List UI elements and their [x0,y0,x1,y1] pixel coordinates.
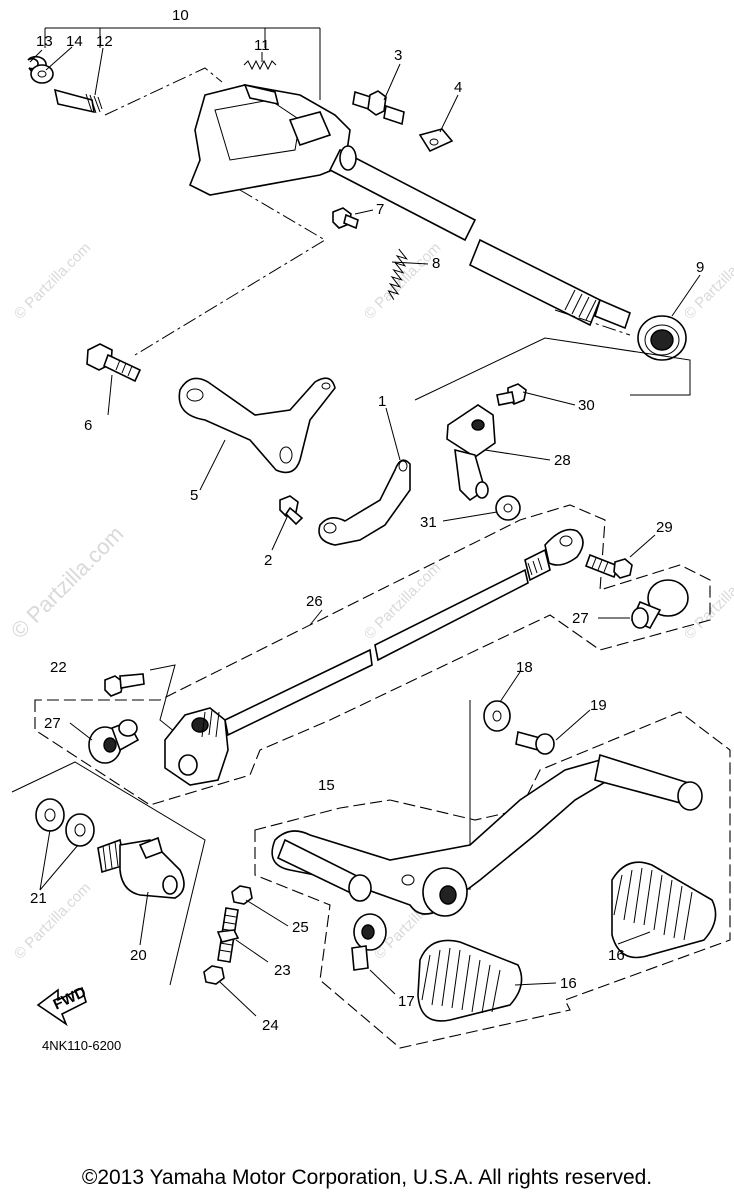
part-17-rod-end [351,913,387,971]
callout-29: 29 [656,519,673,536]
part-6-bolt [86,343,142,383]
part-26-rod-end-lower [164,707,229,786]
part-18-washer [483,700,511,732]
callout-18: 18 [516,659,533,676]
part-7-bolt [332,207,359,230]
callout-16-left: 16 [560,975,577,992]
callout-22: 22 [50,659,67,676]
part-3-bolt [352,90,405,126]
callout-23: 23 [274,962,291,979]
part-21-washers [35,798,95,891]
callout-27-lower: 27 [44,715,61,732]
part-4-clip [418,128,454,153]
part-24-nut [203,965,225,985]
part-22-bolt [104,673,145,697]
callout-30: 30 [578,397,595,414]
part-19-bolt [515,730,555,755]
diagram-code: 4NK110-6200 [42,1038,122,1053]
callout-4: 4 [454,79,462,96]
callout-25: 25 [292,919,309,936]
callout-20: 20 [130,947,147,964]
part-14-washer [30,64,54,84]
callout-11: 11 [254,37,270,54]
callouts: 10 13 14 12 11 3 4 7 8 9 1 30 6 28 5 31 … [30,7,704,1034]
leader-9 [554,309,631,336]
callout-3: 3 [394,47,402,64]
callout-6: 6 [84,417,92,434]
watermark: © Partzilla.com [11,239,94,322]
part-30-bolt [496,383,527,406]
callout-5: 5 [190,487,198,504]
part-20-joint [97,836,185,899]
part-23-stud [216,907,240,963]
bracket-30-28 [414,337,691,401]
part-25-nut [231,885,253,905]
part-15-shift-pedal [271,753,703,917]
callout-17: 17 [398,993,415,1010]
part-12-pin [53,88,103,114]
bracket-21-20 [11,761,206,986]
callout-12: 12 [96,33,113,50]
callout-7: 7 [376,201,384,218]
callout-15: 15 [318,777,335,794]
watermark: © Partzilla.com [681,559,734,642]
part-16-rubber-left [417,939,523,1022]
watermark: © Partzilla.com [361,239,444,322]
part-8-spring [387,248,409,300]
part-26-shift-rod [224,528,584,737]
callout-31: 31 [420,514,437,531]
part-5-bracket [178,377,336,474]
part-28-shift-arm [446,404,496,502]
watermark: © Partzilla.com [681,239,734,322]
callout-1: 1 [378,393,386,410]
callout-9: 9 [696,259,704,276]
callout-19: 19 [590,697,607,714]
callout-16-right: 16 [608,947,625,964]
part-27-boot-lower [88,719,140,764]
part-31-washer [495,495,521,521]
fwd-arrow-icon: FWD [36,984,89,1027]
part-27-boot-upper [630,579,689,630]
leader-lines [29,46,701,1017]
part-1-bracket [318,459,411,546]
callout-28: 28 [554,452,571,469]
callout-13: 13 [36,33,53,50]
callout-2: 2 [264,552,272,569]
watermark: © Partzilla.com [11,879,94,962]
part-16-rubber-right [611,861,717,959]
callout-14: 14 [66,33,83,50]
outline-15 [254,711,731,1049]
callout-24: 24 [262,1017,279,1034]
callout-21: 21 [30,890,47,907]
part-9-oil-seal [637,315,687,361]
watermark-large: © Partzilla.com [6,521,129,644]
callout-26: 26 [306,593,323,610]
part-10-shift-shaft [188,83,631,330]
bracket-10 [44,27,321,116]
callout-10: 10 [172,7,189,24]
part-11-spring [243,59,277,71]
callout-27-upper: 27 [572,610,589,627]
callout-8: 8 [432,255,440,272]
leader-6-group [134,189,326,356]
part-29-bolt [584,553,633,579]
part-2-screw [279,495,304,526]
copyright-notice: ©2013 Yamaha Motor Corporation, U.S.A. A… [81,1166,653,1189]
